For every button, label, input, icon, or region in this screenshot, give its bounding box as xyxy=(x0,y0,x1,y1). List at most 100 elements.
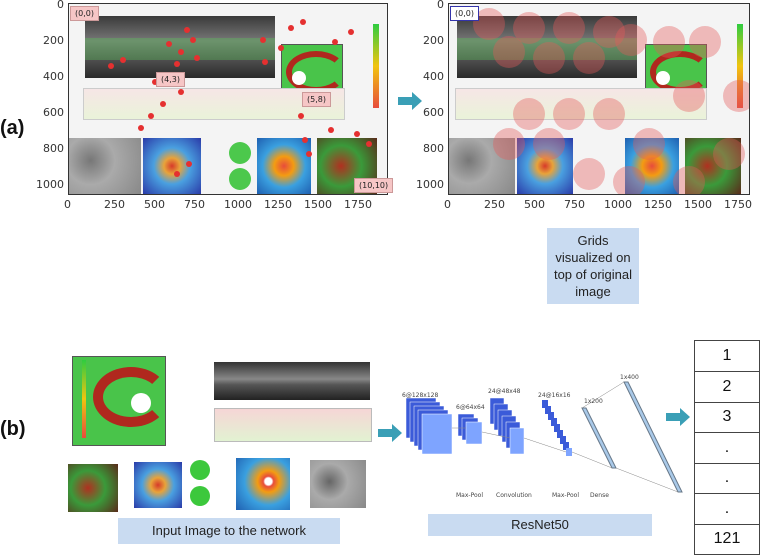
x-tick-label: 0 xyxy=(64,198,71,211)
layer-conv1 xyxy=(405,397,453,455)
label-24-48: 24@48x48 xyxy=(488,388,521,395)
x-tick-label: 1500 xyxy=(304,198,332,211)
grid-point xyxy=(262,59,268,65)
coord-label-right-0-0: (0,0) xyxy=(450,6,479,21)
grid-circle xyxy=(633,128,665,160)
y-tick-label: 800 xyxy=(423,142,444,155)
y-tick-label: 600 xyxy=(43,106,64,119)
resnet-caption: ResNet50 xyxy=(428,514,652,536)
label-6-128: 6@128x128 xyxy=(402,392,439,399)
grids-caption: Grids visualized on top of original imag… xyxy=(547,228,639,304)
grid-point xyxy=(328,127,334,133)
sector-chart-2 xyxy=(229,168,251,190)
panel-label-b: (b) xyxy=(0,418,26,440)
grid-point xyxy=(186,161,192,167)
gcl-thickness-map xyxy=(257,138,311,194)
output-cell: . xyxy=(695,494,759,525)
grid-circle xyxy=(653,26,685,58)
x-tick-label: 250 xyxy=(104,198,125,211)
gcl-probability-map-right xyxy=(685,138,741,194)
label-convolution: Convolution xyxy=(496,492,532,499)
grid-circle xyxy=(615,24,647,56)
input-sector-2 xyxy=(190,486,210,506)
label-24-16: 24@16x16 xyxy=(538,392,571,399)
fundus-image-right xyxy=(449,138,515,194)
oct-scan xyxy=(85,16,275,78)
grid-circle xyxy=(593,98,625,130)
arrow-right-b2 xyxy=(666,408,690,426)
right-grid-circles xyxy=(473,8,749,194)
grid-point xyxy=(174,61,180,67)
grid-point xyxy=(288,25,294,31)
arrow-right-b1 xyxy=(378,424,402,442)
grid-circle xyxy=(553,98,585,130)
grid-point xyxy=(298,113,304,119)
grid-point xyxy=(306,151,312,157)
output-cell: 2 xyxy=(695,372,759,403)
input-caption: Input Image to the network xyxy=(118,518,340,544)
x-tick-label: 250 xyxy=(484,198,505,211)
coord-label-5-8: (5,8) xyxy=(302,92,331,107)
grid-circle xyxy=(673,80,705,112)
x-tick-label: 1000 xyxy=(224,198,252,211)
output-cell: . xyxy=(695,463,759,494)
grid-point xyxy=(302,137,308,143)
input-sector-1 xyxy=(190,460,210,480)
x-tick-label: 1250 xyxy=(264,198,292,211)
rnfl-thickness-map-right xyxy=(517,138,573,194)
grid-point xyxy=(194,55,200,61)
grid-circle xyxy=(553,12,585,44)
layer-pool1 xyxy=(457,413,483,445)
grid-circle xyxy=(573,158,605,190)
y-tick-label: 0 xyxy=(57,0,64,11)
grid-circle xyxy=(613,166,645,194)
rnfl-colorbar xyxy=(373,24,379,108)
y-tick-label: 1000 xyxy=(36,178,64,191)
layer-dense-200 xyxy=(581,407,617,469)
sector-chart-1 xyxy=(229,142,251,164)
label-1x200: 1x200 xyxy=(584,398,603,405)
grid-circle xyxy=(723,80,749,112)
grid-circle xyxy=(533,42,565,74)
label-6-64: 6@64x64 xyxy=(456,404,485,411)
thickness-graph-right xyxy=(455,88,707,120)
grid-circle xyxy=(713,138,745,170)
grid-circle xyxy=(513,12,545,44)
output-cell: 121 xyxy=(695,524,759,555)
label-1x400: 1x400 xyxy=(620,374,639,381)
grid-point xyxy=(260,37,266,43)
input-gcl-probability xyxy=(68,464,118,512)
layer-pool2 xyxy=(542,400,572,456)
grid-point xyxy=(120,57,126,63)
x-tick-label: 1250 xyxy=(644,198,672,211)
grid-circle xyxy=(493,128,525,160)
panel-label-a: (a) xyxy=(0,117,25,139)
grid-point xyxy=(178,89,184,95)
x-tick-label: 750 xyxy=(184,198,205,211)
input-gcl-thickness xyxy=(236,458,290,510)
y-tick-label: 400 xyxy=(43,70,64,83)
grid-point xyxy=(354,131,360,137)
arrow-right-a xyxy=(398,92,422,110)
grid-circle xyxy=(493,36,525,68)
y-tick-label: 600 xyxy=(423,106,444,119)
fundus-image xyxy=(69,138,141,194)
x-tick-label: 1750 xyxy=(344,198,372,211)
grid-point xyxy=(138,125,144,131)
y-tick-label: 200 xyxy=(423,34,444,47)
input-rnfl-probability xyxy=(72,356,169,446)
x-tick-label: 500 xyxy=(144,198,165,211)
grid-point xyxy=(366,141,372,147)
oct-overlay xyxy=(85,38,275,60)
grid-point xyxy=(184,27,190,33)
y-tick-label: 200 xyxy=(43,34,64,47)
input-oct-scan xyxy=(214,362,370,400)
coord-label-4-3: (4,3) xyxy=(156,72,185,87)
grid-circle xyxy=(473,8,505,40)
y-tick-label: 800 xyxy=(43,142,64,155)
grid-point xyxy=(190,37,196,43)
grid-circle xyxy=(573,42,605,74)
grid-circle xyxy=(593,16,625,48)
grid-point xyxy=(348,29,354,35)
